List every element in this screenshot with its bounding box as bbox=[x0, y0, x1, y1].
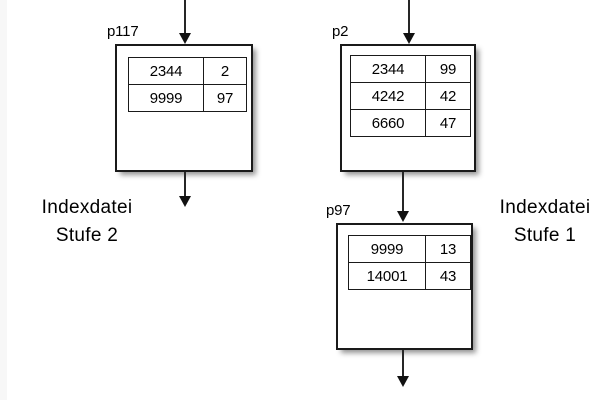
table-row: 14001 43 bbox=[348, 262, 471, 290]
arrow-into-p117 bbox=[179, 0, 191, 45]
entry-key: 6660 bbox=[350, 109, 426, 137]
arrow-into-p2 bbox=[403, 0, 415, 45]
entry-pointer: 99 bbox=[425, 55, 471, 83]
entry-key: 9999 bbox=[128, 84, 204, 112]
arrow-head bbox=[397, 376, 409, 387]
entry-key: 2344 bbox=[350, 55, 426, 83]
entry-key: 14001 bbox=[348, 262, 426, 290]
arrow-out-of-p97 bbox=[397, 350, 409, 388]
caption-right-line2: Stufe 1 bbox=[513, 225, 577, 246]
caption-left: Indexdatei Stufe 2 bbox=[12, 194, 162, 250]
table-row: 2344 2 bbox=[128, 57, 247, 85]
entry-pointer: 42 bbox=[425, 82, 471, 110]
entry-key: 4242 bbox=[350, 82, 426, 110]
arrow-head bbox=[179, 196, 191, 207]
arrow-head bbox=[403, 33, 415, 44]
table-row: 4242 42 bbox=[350, 82, 471, 110]
table-row: 9999 97 bbox=[128, 84, 247, 112]
arrow-head bbox=[179, 33, 191, 44]
arrow-shaft bbox=[184, 0, 186, 34]
caption-left-line2: Stufe 2 bbox=[55, 225, 119, 246]
entry-key: 2344 bbox=[128, 57, 204, 85]
table-row: 2344 99 bbox=[350, 55, 471, 83]
page-label-p117: p117 bbox=[107, 23, 139, 40]
page-label-p97: p97 bbox=[326, 202, 351, 219]
arrow-p2-to-p97 bbox=[397, 172, 409, 223]
entry-table-p117: 2344 2 9999 97 bbox=[128, 57, 247, 112]
table-row: 6660 47 bbox=[350, 109, 471, 137]
arrow-out-of-p117 bbox=[179, 172, 191, 208]
entry-table-p2: 2344 99 4242 42 6660 47 bbox=[350, 55, 471, 137]
caption-right: Indexdatei Stufe 1 bbox=[489, 194, 601, 250]
entry-table-p97: 9999 13 14001 43 bbox=[348, 235, 471, 290]
entry-pointer: 13 bbox=[425, 235, 471, 263]
entry-pointer: 43 bbox=[425, 262, 471, 290]
entry-pointer: 2 bbox=[203, 57, 247, 85]
table-row: 9999 13 bbox=[348, 235, 471, 263]
page-label-p2: p2 bbox=[332, 23, 349, 40]
arrow-shaft bbox=[402, 350, 404, 377]
arrow-shaft bbox=[408, 0, 410, 34]
entry-key: 9999 bbox=[348, 235, 426, 263]
arrow-head bbox=[397, 211, 409, 222]
arrow-shaft bbox=[184, 172, 186, 197]
caption-right-line1: Indexdatei bbox=[499, 197, 591, 218]
page-edge-strip bbox=[0, 0, 7, 400]
entry-pointer: 97 bbox=[203, 84, 247, 112]
arrow-shaft bbox=[402, 172, 404, 212]
caption-left-line1: Indexdatei bbox=[41, 197, 133, 218]
entry-pointer: 47 bbox=[425, 109, 471, 137]
